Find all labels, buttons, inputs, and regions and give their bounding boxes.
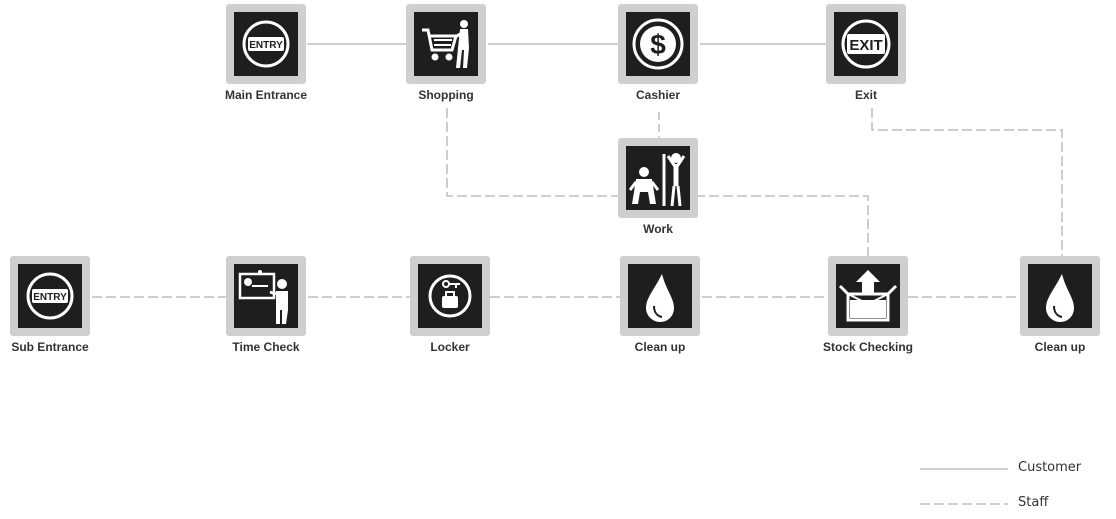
time-clock-board-icon — [234, 264, 298, 328]
entry-sign-icon: ENTRY — [234, 12, 298, 76]
node-label: Stock Checking — [798, 340, 938, 354]
node-label: Cashier — [588, 88, 728, 102]
node-label: Shopping — [376, 88, 516, 102]
worker-icon — [626, 146, 690, 210]
entry-text: ENTRY — [33, 292, 67, 303]
legend-staff-label: Staff — [1018, 495, 1048, 510]
svg-text:$: $ — [650, 29, 666, 60]
entry-text: ENTRY — [249, 40, 283, 51]
exit-text: EXIT — [849, 37, 882, 54]
node-label: Clean up — [590, 340, 730, 354]
dollar-coin-icon: $ — [626, 12, 690, 76]
box-up-arrow-icon — [836, 264, 900, 328]
node-label: Clean up — [990, 340, 1116, 354]
node-label: Work — [588, 222, 728, 236]
water-drop-icon — [1028, 264, 1092, 328]
entry-sign-icon: ENTRY — [18, 264, 82, 328]
locker-icon — [418, 264, 482, 328]
tile-frame: ENTRY — [226, 4, 306, 84]
node-label: Time Check — [196, 340, 336, 354]
exit-sign-icon: EXIT — [834, 12, 898, 76]
staff-line-exit-cleanup2 — [872, 108, 1062, 258]
node-label: Exit — [796, 88, 936, 102]
node-label: Sub Entrance — [0, 340, 120, 354]
node-label: Locker — [380, 340, 520, 354]
legend-customer-label: Customer — [1018, 460, 1081, 475]
node-label: Main Entrance — [196, 88, 336, 102]
water-drop-icon — [628, 264, 692, 328]
shopping-cart-icon — [414, 12, 478, 76]
